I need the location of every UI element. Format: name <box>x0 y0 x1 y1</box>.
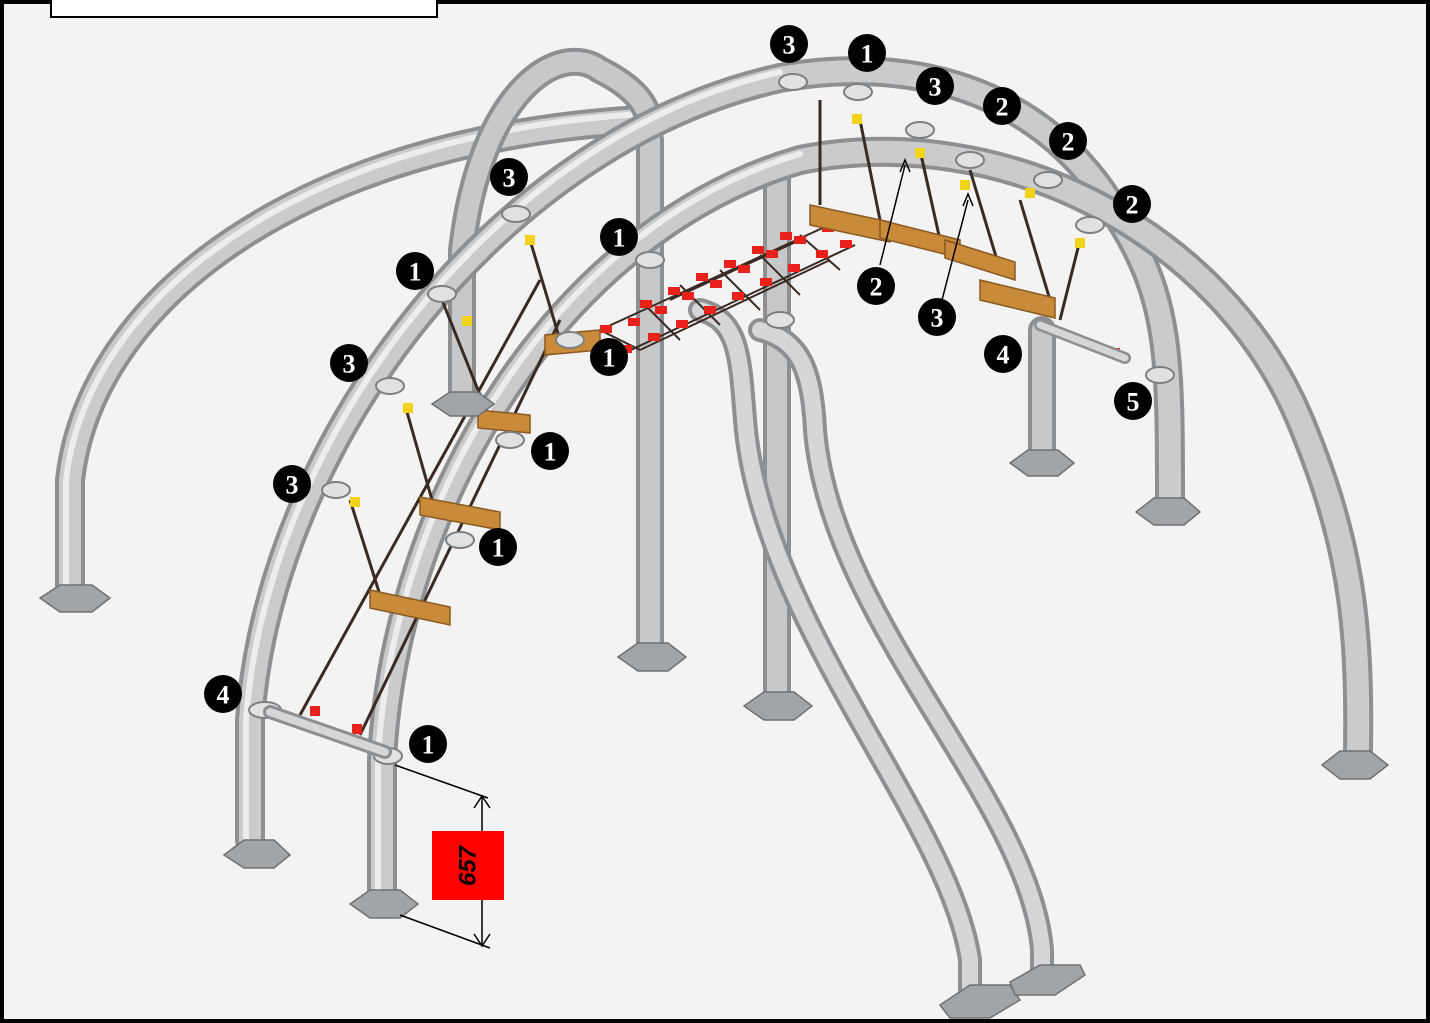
tube-clamps <box>248 73 1175 765</box>
marker-circle <box>273 465 311 503</box>
marker-10: 3 <box>918 298 956 336</box>
marker-number: 4 <box>217 681 230 710</box>
marker-8: 1 <box>600 218 638 256</box>
marker-circle <box>1114 382 1152 420</box>
marker-16: 1 <box>531 432 569 470</box>
marker-number: 2 <box>870 273 883 302</box>
marker-4: 2 <box>983 87 1021 125</box>
marker-circle <box>916 67 954 105</box>
title-tab <box>50 0 438 18</box>
marker-number: 1 <box>603 344 616 373</box>
marker-circle <box>984 335 1022 373</box>
marker-17: 3 <box>273 465 311 503</box>
marker-9: 2 <box>857 267 895 305</box>
arch-back-small <box>448 47 664 409</box>
marker-number: 5 <box>1127 388 1140 417</box>
marker-number: 3 <box>286 471 299 500</box>
dimension-label: 657 <box>432 831 504 900</box>
marker-circle <box>1049 122 1087 160</box>
marker-15: 5 <box>1114 382 1152 420</box>
marker-circle <box>918 298 956 336</box>
marker-circle <box>600 218 638 256</box>
marker-13: 1 <box>590 338 628 376</box>
marker-2: 1 <box>848 34 886 72</box>
marker-14: 4 <box>984 335 1022 373</box>
marker-5: 2 <box>1049 122 1087 160</box>
marker-circle <box>204 675 242 713</box>
marker-number: 3 <box>783 31 796 60</box>
net-clamps <box>600 224 852 353</box>
marker-20: 1 <box>409 725 447 763</box>
marker-number: 1 <box>422 731 435 760</box>
marker-number: 3 <box>503 164 516 193</box>
marker-6: 2 <box>1113 185 1151 223</box>
part-markers: 3 1 3 2 2 2 3 1 2 3 1 3 1 4 5 1 3 1 4 1 <box>204 25 1152 763</box>
arch-front-inner <box>367 136 1374 905</box>
marker-number: 2 <box>1062 128 1075 157</box>
marker-circle <box>1113 185 1151 223</box>
base-plates <box>38 391 1390 1019</box>
rope-fittings <box>310 114 1120 734</box>
crossbar-front <box>263 319 1131 759</box>
marker-number: 1 <box>544 438 557 467</box>
arch-front-outer <box>235 56 1185 855</box>
marker-number: 3 <box>343 350 356 379</box>
marker-circle <box>983 87 1021 125</box>
marker-circle <box>531 432 569 470</box>
marker-number: 1 <box>613 224 626 253</box>
marker-number: 2 <box>996 93 1009 122</box>
marker-7: 3 <box>490 158 528 196</box>
marker-3: 3 <box>916 67 954 105</box>
marker-number: 2 <box>1126 191 1139 220</box>
dimension-value: 657 <box>455 844 482 886</box>
marker-circle <box>479 528 517 566</box>
marker-circle <box>490 158 528 196</box>
marker-circle <box>409 725 447 763</box>
marker-11: 1 <box>396 252 434 290</box>
marker-number: 1 <box>409 258 422 287</box>
marker-circle <box>848 34 886 72</box>
marker-18: 1 <box>479 528 517 566</box>
marker-number: 4 <box>997 341 1010 370</box>
marker-number: 3 <box>929 73 942 102</box>
marker-number: 1 <box>492 534 505 563</box>
marker-number: 1 <box>861 40 874 69</box>
marker-circle <box>590 338 628 376</box>
marker-number: 3 <box>931 304 944 333</box>
slide-rails <box>688 298 1054 1007</box>
marker-circle <box>857 267 895 305</box>
marker-19: 4 <box>204 675 242 713</box>
marker-circle <box>770 25 808 63</box>
marker-12: 3 <box>330 344 368 382</box>
marker-circle <box>396 252 434 290</box>
marker-circle <box>330 344 368 382</box>
marker-1: 3 <box>770 25 808 63</box>
